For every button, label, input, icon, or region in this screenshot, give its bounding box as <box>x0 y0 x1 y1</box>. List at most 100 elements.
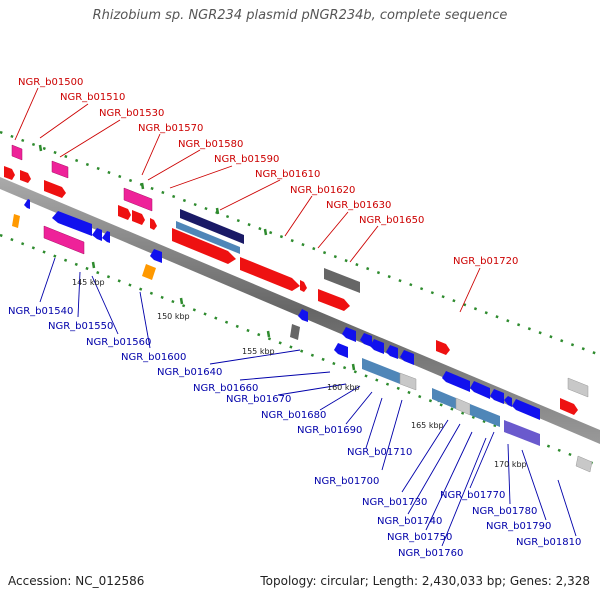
gene-magenta[interactable] <box>123 187 153 212</box>
gene-red-arrow[interactable] <box>132 210 145 225</box>
gene-navy[interactable] <box>180 209 244 244</box>
gene-label-reverse[interactable]: NGR_b01560 <box>86 337 151 348</box>
connector-line <box>345 391 373 425</box>
gene-label-reverse[interactable]: NGR_b01760 <box>398 548 463 559</box>
gene-label-forward[interactable]: NGR_b01650 <box>359 215 424 226</box>
connector-line <box>14 87 39 141</box>
gene-orange[interactable] <box>12 214 20 228</box>
gene-label-reverse[interactable]: NGR_b01640 <box>157 367 222 378</box>
connector-line <box>507 443 511 505</box>
gene-blue-arrow[interactable] <box>334 343 348 358</box>
gene-label-forward[interactable]: NGR_b01620 <box>290 185 355 196</box>
gene-red-arrow[interactable] <box>4 166 15 180</box>
gene-label-reverse[interactable]: NGR_b01700 <box>314 476 379 487</box>
gene-label-reverse[interactable]: NGR_b01690 <box>297 425 362 436</box>
gene-purple[interactable] <box>504 420 540 446</box>
gene-red-arrow[interactable] <box>436 340 450 355</box>
gene-label-reverse[interactable]: NGR_b01810 <box>516 537 581 548</box>
gene-blue-arrow[interactable] <box>512 399 540 420</box>
gene-blue-arrow[interactable] <box>504 396 512 407</box>
gene-red-arrow-long[interactable] <box>240 257 300 291</box>
gene-label-reverse[interactable]: NGR_b01770 <box>440 490 505 501</box>
connector-line <box>441 437 487 547</box>
gene-red-arrow-long[interactable] <box>172 228 236 264</box>
gene-red-arrow[interactable] <box>44 180 66 198</box>
connector-line <box>381 399 403 471</box>
accession-text: Accession: NC_012586 <box>8 574 145 588</box>
gene-magenta[interactable] <box>51 160 69 179</box>
gene-label-forward[interactable]: NGR_b01510 <box>60 92 125 103</box>
gene-label-reverse[interactable]: NGR_b01740 <box>377 516 442 527</box>
gene-gray[interactable] <box>290 324 300 340</box>
reverse-genes[interactable] <box>12 199 593 473</box>
gene-label-reverse[interactable]: NGR_b01790 <box>486 521 551 532</box>
gene-blue-arrow[interactable] <box>92 228 102 241</box>
gene-blue-arrow[interactable] <box>470 381 490 399</box>
gene-red-arrow[interactable] <box>300 280 307 292</box>
gene-label-forward[interactable]: NGR_b01580 <box>178 139 243 150</box>
gene-label-reverse[interactable]: NGR_b01750 <box>387 532 452 543</box>
gene-steel[interactable] <box>470 404 500 427</box>
gene-blue-arrow[interactable] <box>342 327 356 342</box>
gene-label-reverse[interactable]: NGR_b01780 <box>472 506 537 517</box>
gene-label-forward[interactable]: NGR_b01530 <box>99 108 164 119</box>
gene-label-forward[interactable]: NGR_b01610 <box>255 169 320 180</box>
gene-blue-arrow[interactable] <box>360 333 372 347</box>
gene-blue-arrow[interactable] <box>102 231 110 243</box>
gene-magenta[interactable] <box>11 144 23 161</box>
gene-lightgray[interactable] <box>575 455 593 473</box>
label-connectors-forward <box>14 87 481 313</box>
gene-blue-arrow[interactable] <box>400 350 414 365</box>
gene-label-reverse[interactable]: NGR_b01670 <box>226 394 291 405</box>
gene-blue-arrow[interactable] <box>490 389 504 404</box>
gene-red-arrow[interactable] <box>150 218 157 230</box>
gene-label-reverse[interactable]: NGR_b01730 <box>362 497 427 508</box>
gene-gray[interactable] <box>324 268 360 293</box>
gene-lightgray[interactable] <box>399 372 417 391</box>
gene-label-forward[interactable]: NGR_b01570 <box>138 123 203 134</box>
gene-label-reverse[interactable]: NGR_b01710 <box>347 447 412 458</box>
major-tick <box>266 330 271 338</box>
gene-label-reverse[interactable]: NGR_b01540 <box>8 306 73 317</box>
gene-blue-arrow[interactable] <box>442 371 470 392</box>
gene-label-reverse[interactable]: NGR_b01660 <box>193 383 258 394</box>
gene-blue-arrow[interactable] <box>298 309 308 322</box>
gene-label-forward[interactable]: NGR_b01500 <box>18 77 83 88</box>
gene-blue-arrow[interactable] <box>386 345 398 359</box>
scale-label: 155 kbp <box>242 347 275 356</box>
gene-label-reverse[interactable]: NGR_b01680 <box>261 410 326 421</box>
gene-red-arrow[interactable] <box>20 170 31 183</box>
gene-blue-arrow[interactable] <box>52 211 92 236</box>
major-tick <box>140 182 145 190</box>
connector-line <box>317 211 349 249</box>
label-connectors-reverse <box>39 257 577 547</box>
major-tick <box>215 207 220 215</box>
gene-label-forward[interactable]: NGR_b01590 <box>214 154 279 165</box>
connector-line <box>169 165 233 189</box>
connector-line <box>209 349 301 365</box>
connector-line <box>459 267 481 313</box>
gene-label-forward[interactable]: NGR_b01630 <box>326 200 391 211</box>
gene-orange[interactable] <box>142 264 156 280</box>
scale-label: 170 kbp <box>494 460 527 469</box>
gene-blue-arrow[interactable] <box>150 249 162 263</box>
map-title: Rhizobium sp. NGR234 plasmid pNGR234b, c… <box>92 8 508 23</box>
gene-red-arrow[interactable] <box>118 205 131 220</box>
gene-blue-arrow[interactable] <box>24 199 30 209</box>
gene-steel[interactable] <box>362 358 400 384</box>
gene-label-forward[interactable]: NGR_b01720 <box>453 256 518 267</box>
scale-label: 145 kbp <box>72 278 105 287</box>
gene-label-reverse[interactable]: NGR_b01550 <box>48 321 113 332</box>
gene-steel[interactable] <box>176 221 240 254</box>
connector-line <box>39 257 56 303</box>
gene-red-arrow[interactable] <box>318 289 350 311</box>
gene-blue-arrow[interactable] <box>370 339 384 354</box>
gene-label-reverse[interactable]: NGR_b01600 <box>121 352 186 363</box>
gene-lightgray[interactable] <box>567 377 589 398</box>
gene-magenta[interactable] <box>43 225 85 255</box>
gene-red-arrow[interactable] <box>560 398 578 415</box>
forward-genes[interactable] <box>4 144 589 415</box>
connector-line <box>521 449 547 521</box>
gene-steel[interactable] <box>432 388 456 409</box>
